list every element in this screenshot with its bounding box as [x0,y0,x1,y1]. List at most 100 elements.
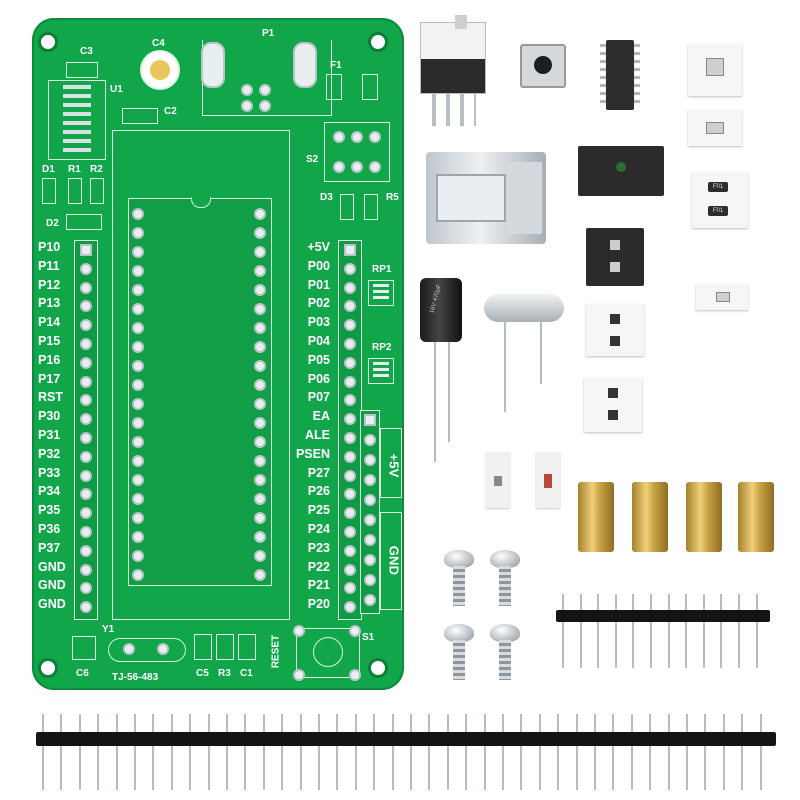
power-pad [364,534,376,546]
left-pin-label: P34 [38,484,61,499]
label-c1: C1 [240,668,253,679]
header-pad [344,300,356,313]
right-pin-label: P00 [307,258,330,273]
right-pin-label: P22 [307,559,330,574]
header-pin [134,714,136,732]
header-pin [650,622,652,668]
mcu-pin [132,550,144,562]
smd-resistor-card: F01 F01 [692,172,748,228]
header-pin [281,746,284,790]
label-s2: S2 [306,154,319,165]
right-pin-label: P20 [307,597,330,612]
rp1-footprint [368,280,394,306]
header-pin [134,746,136,790]
u1-footprint [48,80,106,160]
mcu-pin [254,569,266,581]
header-pin [738,594,740,610]
header-pad [344,281,356,294]
vcc-box [380,428,402,498]
mcu-pin [254,208,266,220]
header-pin [318,714,320,732]
mcu-pin [132,455,144,467]
right-pin-label: EA [312,409,330,424]
mounting-hole [38,658,58,678]
board-model: TJ-56-483 [112,672,159,683]
header-pin [115,714,118,732]
header-pad [80,300,92,313]
led-card [486,452,510,508]
label-c2: C2 [164,106,177,117]
header-pin [702,622,705,668]
label-r3: R3 [218,668,231,679]
header-pin [410,714,412,732]
brass-standoff [738,482,774,552]
label-d2: D2 [46,218,59,229]
header-pin [502,714,504,732]
header-pin [720,622,723,668]
label-c4: C4 [152,38,165,49]
mcu-pin [254,322,266,334]
r2-footprint [90,178,104,204]
header-pin [704,746,707,790]
header-pad [80,356,92,369]
header-pin [557,746,560,790]
crystal-leg [540,322,542,384]
header-pin [702,594,705,610]
smd-card [688,44,742,96]
brass-standoff [578,482,614,552]
crystal-oscillator [484,294,564,322]
power-pad [364,514,376,526]
header-pin [520,714,523,732]
c6-footprint [72,636,96,660]
header-pin [428,746,431,790]
header-pad [344,582,356,595]
right-pin-label: P27 [307,465,330,480]
header-pin [685,622,688,668]
screw [490,624,520,682]
mcu-pin [254,398,266,410]
header-pin [741,714,744,732]
rp2-footprint [368,358,394,384]
header-pin [336,714,339,732]
header-pin [207,746,210,790]
mcu-pin [132,436,144,448]
left-pin-label: P16 [38,352,61,367]
header-pin [720,594,723,610]
label-c3: C3 [80,46,93,57]
header-pin [465,714,468,732]
header-pin [594,746,596,790]
pin-header-short [556,592,770,672]
header-pad [344,544,356,557]
header-pin [579,594,582,610]
mcu-pin [254,246,266,258]
header-pin [483,714,486,732]
power-pad [364,414,376,426]
header-pin [60,746,63,790]
header-pin [686,714,688,732]
header-pin [226,714,228,732]
mcu-pin [132,493,144,505]
header-pin [244,746,247,790]
header-pin [755,622,758,668]
mcu-pin [132,227,144,239]
left-pin-label: GND [38,559,66,574]
mcu-pin [132,379,144,391]
mcu-pin [254,493,266,505]
header-pin [189,714,192,732]
header-pin [562,594,564,610]
header-pin [428,714,431,732]
header-pin [60,714,63,732]
header-pad [80,413,92,426]
header-pin [722,746,725,790]
dark-part-2 [586,228,644,286]
right-pin-label: P05 [307,352,330,367]
header-pin [738,622,740,668]
mcu-pin [132,265,144,277]
header-pad [344,432,356,444]
header-pin [97,714,100,732]
label-s1: S1 [362,632,375,643]
header-pin [391,714,394,732]
header-pad [344,526,356,538]
header-pad [344,394,356,407]
mcu-pin [132,246,144,258]
